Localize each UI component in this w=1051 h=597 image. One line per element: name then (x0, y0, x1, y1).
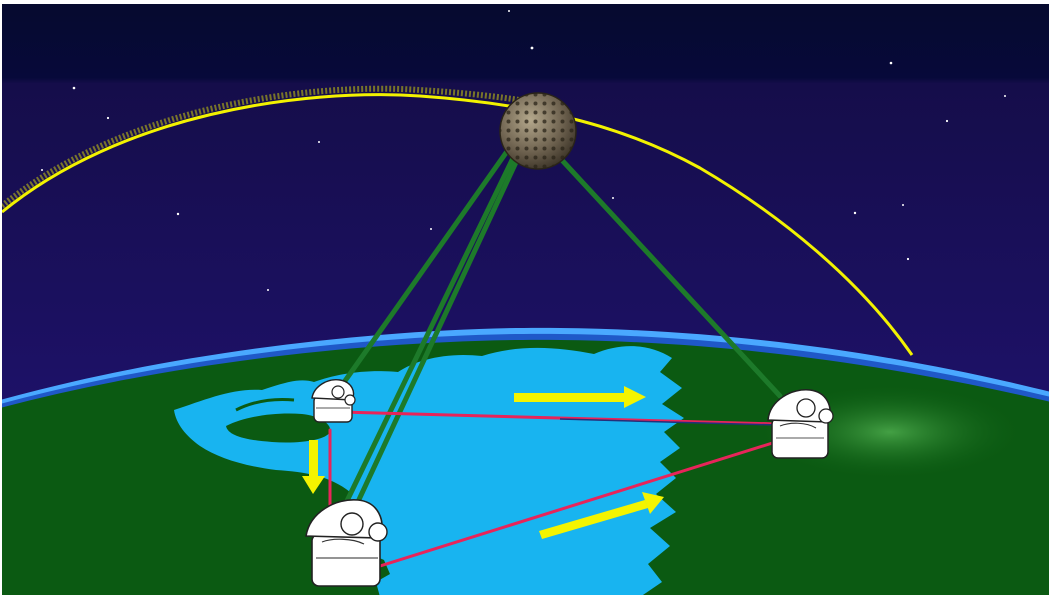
motion-arrow-icon (539, 492, 664, 539)
star-icon (176, 212, 180, 216)
link-to-station-b (353, 155, 521, 509)
star-icon (530, 46, 534, 50)
motion-arrow-icon (302, 440, 325, 494)
star-icon (41, 169, 43, 171)
star-icon (945, 119, 949, 123)
star-icon (1004, 95, 1006, 97)
link-to-station-center (342, 153, 517, 508)
satellite-sphere-icon (499, 92, 577, 170)
baseline-a-c (338, 410, 780, 426)
star-icon (612, 197, 614, 199)
baselines (328, 410, 784, 568)
star-icon (267, 289, 269, 291)
star-icon (318, 141, 320, 143)
star-icon (889, 61, 893, 65)
ground-station-icon (311, 379, 356, 423)
island (226, 413, 331, 443)
orbit-arc-glow (0, 85, 561, 209)
star-icon (508, 10, 510, 12)
satellite-links (337, 147, 783, 509)
ground-station-icon (305, 499, 388, 587)
baseline-a-c-shadow (559, 418, 779, 426)
star-icon (106, 116, 110, 120)
star-icon (906, 257, 910, 261)
star-icon (902, 204, 904, 206)
star-field (41, 10, 1006, 291)
island-coast (235, 398, 295, 412)
motion-arrow-icon (514, 386, 646, 408)
motion-arrows (302, 386, 664, 539)
star-icon (853, 211, 857, 215)
ground-station-icon (767, 389, 834, 459)
link-to-station-a (337, 147, 511, 391)
baseline-b-c (378, 438, 784, 568)
star-icon (430, 228, 432, 230)
link-to-station-c (557, 155, 783, 399)
star-icon (72, 86, 76, 90)
